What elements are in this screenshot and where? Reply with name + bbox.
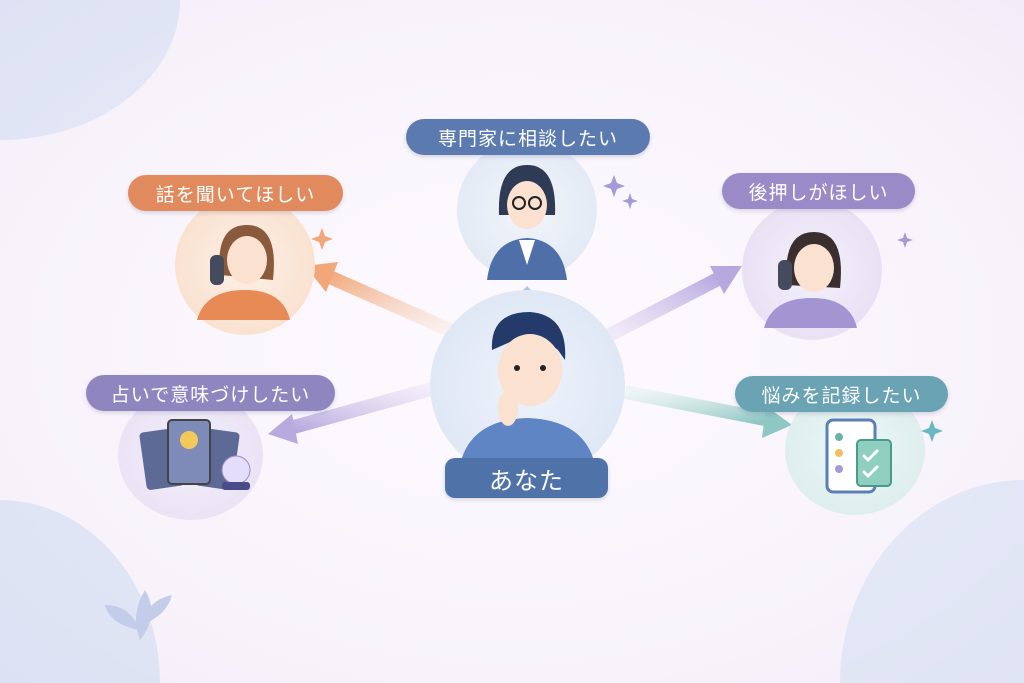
arrow-to-fortune	[268, 381, 437, 444]
woman-on-phone-icon	[764, 232, 857, 328]
arrow-to-listen	[305, 262, 453, 337]
need-label-fortune: 占いで意味づけしたい	[86, 375, 335, 411]
need-label-push: 後押しがほしい	[722, 173, 915, 209]
arrow-to-push	[596, 266, 742, 347]
fortune-circle	[118, 390, 263, 520]
tarot-cards-icon	[139, 419, 251, 490]
need-label-record: 悩みを記録したい	[735, 376, 948, 412]
need-label-expert: 専門家に相談したい	[406, 119, 650, 155]
thinking-man-icon	[460, 312, 595, 465]
checklist-phone-icon	[825, 418, 892, 494]
need-label-listen: 話を聞いてほしい	[128, 175, 343, 211]
center-label-you: あなた	[445, 458, 608, 498]
professional-woman-icon	[487, 165, 567, 280]
you-circle	[430, 290, 625, 480]
woman-on-phone-icon	[197, 225, 290, 320]
arrow-to-record	[623, 385, 792, 438]
push-circle	[742, 200, 882, 340]
listen-circle	[175, 195, 315, 335]
expert-circle	[457, 140, 597, 280]
